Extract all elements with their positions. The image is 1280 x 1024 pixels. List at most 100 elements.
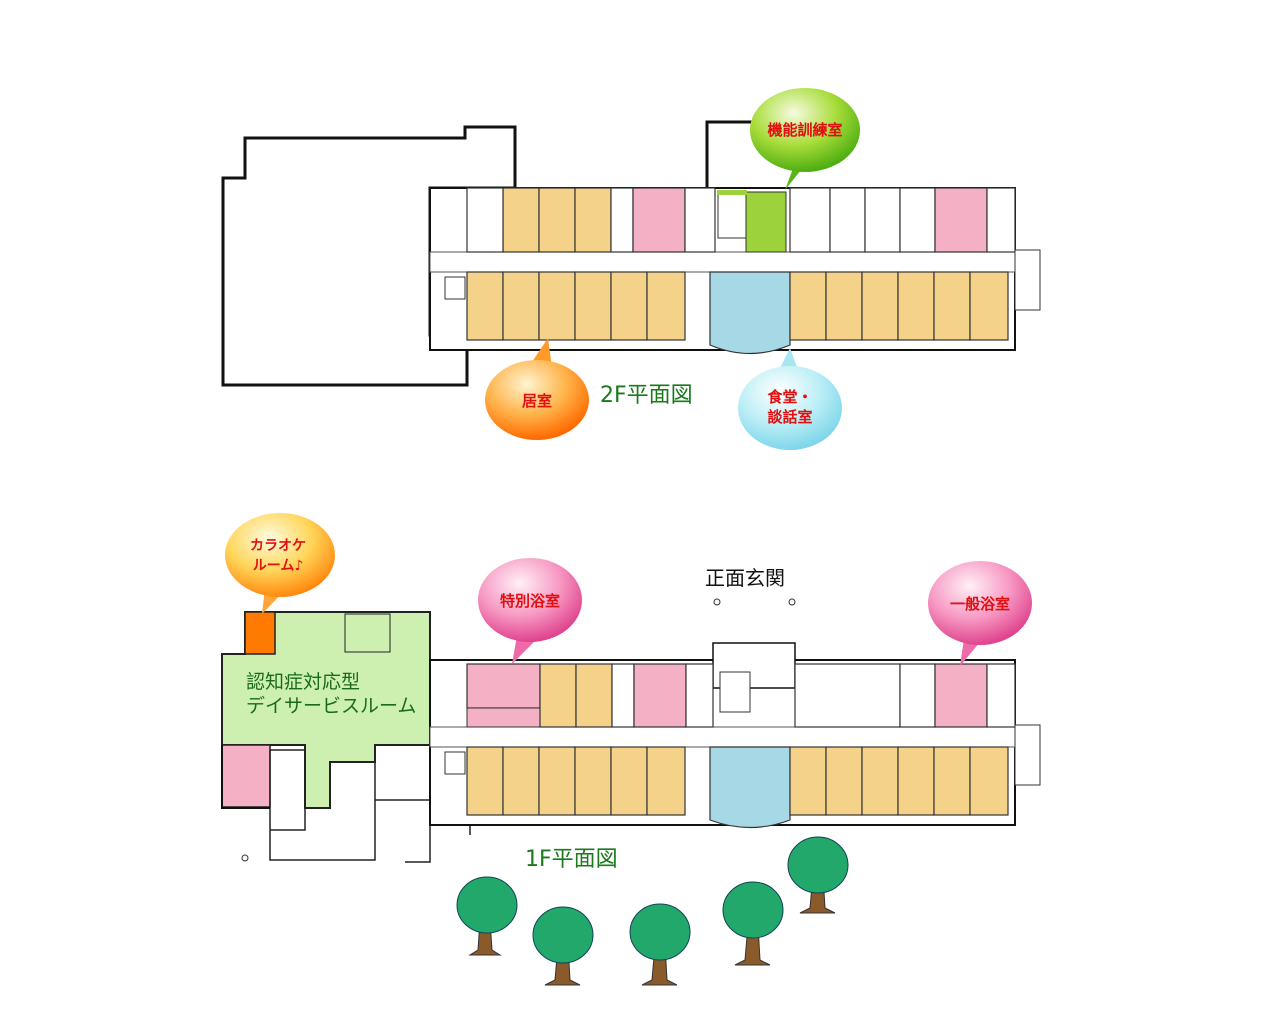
training-room <box>745 191 787 253</box>
entrance-post <box>788 598 796 606</box>
room <box>825 746 863 816</box>
karaoke-room <box>244 611 276 655</box>
room <box>646 271 686 341</box>
room <box>861 271 899 341</box>
floor-1-title: 1F平面図 <box>525 847 618 872</box>
special-bath-room <box>466 707 541 728</box>
room <box>610 271 648 341</box>
room <box>789 746 827 816</box>
tree-icon <box>456 876 518 956</box>
room <box>864 187 901 253</box>
bubble-dining-room: 食堂・ 談話室 <box>738 348 842 450</box>
room <box>502 187 540 253</box>
elevator <box>717 191 747 239</box>
room <box>933 271 971 341</box>
bubble-special-bath-label: 特別浴室 <box>500 592 560 610</box>
room <box>825 271 863 341</box>
room <box>899 187 936 253</box>
bath-room <box>221 744 271 808</box>
room <box>538 271 576 341</box>
room <box>610 746 648 816</box>
room <box>574 271 612 341</box>
room <box>611 663 635 728</box>
floor-2-corridor <box>429 251 1016 273</box>
room <box>986 663 1016 728</box>
special-bath-room <box>466 663 541 709</box>
bubble-karaoke-room: カラオケ ルーム♪ <box>225 513 335 614</box>
bubble-dining-label-1: 食堂・ <box>767 388 812 406</box>
room <box>502 746 540 816</box>
day-service-label-1: 認知症対応型 <box>246 671 360 693</box>
room <box>610 187 634 253</box>
bubble-general-bath: 一般浴室 <box>928 561 1032 666</box>
office <box>794 663 901 728</box>
floor-2-plan: 機能訓練室 居室 食堂・ 談話室 2F平面図 <box>221 88 1041 450</box>
floor-1-top-rooms <box>466 663 1016 728</box>
bubble-living-label: 居室 <box>522 392 552 410</box>
bubble-living-room: 居室 <box>485 338 589 440</box>
entrance-post <box>713 598 721 606</box>
bubble-karaoke-label-1: カラオケ <box>250 538 306 554</box>
floor-2-title: 2F平面図 <box>600 383 693 408</box>
bath-room <box>633 663 687 728</box>
stairs <box>344 613 391 653</box>
dining-room <box>709 271 791 355</box>
general-bath-room <box>934 663 988 728</box>
room <box>969 271 1009 341</box>
floor-1-corridor <box>429 726 1016 748</box>
dining-room <box>709 746 791 829</box>
trees <box>456 836 849 986</box>
floor-1-plan: 正面玄関 認知症対応型 デイサービスルーム 1F平面図 カラオケ ルーム♪ 特別… <box>221 513 1041 986</box>
stairs <box>1014 249 1041 311</box>
training-room-strip <box>717 190 747 195</box>
room <box>829 187 866 253</box>
room <box>539 663 577 728</box>
bubble-general-bath-label: 一般浴室 <box>950 595 1010 613</box>
floor-2-bottom-rooms <box>444 249 1041 355</box>
room <box>444 276 466 300</box>
room <box>466 746 504 816</box>
room <box>502 271 540 341</box>
room <box>789 271 827 341</box>
elevator <box>719 671 751 713</box>
bath-room <box>934 187 988 253</box>
day-service-label-2: デイサービスルーム <box>246 695 416 717</box>
bubble-training-label: 機能訓練室 <box>767 121 842 139</box>
floor-2-north-wall <box>705 120 760 188</box>
bubble-karaoke-label-2: ルーム♪ <box>253 558 304 574</box>
room <box>466 271 504 341</box>
tree-icon <box>787 836 849 914</box>
room <box>899 663 936 728</box>
stairs <box>1014 724 1041 786</box>
room <box>574 187 612 253</box>
bubble-dining-label-2: 談話室 <box>767 408 812 426</box>
bubble-training-room: 機能訓練室 <box>750 88 860 190</box>
room <box>466 187 504 253</box>
entrance-label: 正面玄関 <box>705 566 785 590</box>
stairs <box>685 663 714 728</box>
room <box>574 746 612 816</box>
room <box>646 746 686 816</box>
room <box>861 746 899 816</box>
room <box>897 746 935 816</box>
floor-1-west-wall <box>221 745 270 809</box>
room <box>789 187 831 253</box>
floor-1-west-lower-walls <box>269 749 471 863</box>
stairs <box>684 187 716 253</box>
post <box>241 854 249 862</box>
room <box>933 746 971 816</box>
floor-1-bottom-rooms <box>444 724 1041 829</box>
room <box>538 746 576 816</box>
room <box>986 187 1016 253</box>
room <box>538 187 576 253</box>
bubble-special-bath: 特別浴室 <box>478 558 582 664</box>
room <box>444 751 466 775</box>
room <box>575 663 613 728</box>
bath-room <box>632 187 686 253</box>
tree-icon <box>532 906 594 986</box>
tree-icon <box>629 903 691 986</box>
floor-2-top-rooms <box>466 187 1016 253</box>
tree-icon <box>722 881 784 966</box>
room <box>897 271 935 341</box>
